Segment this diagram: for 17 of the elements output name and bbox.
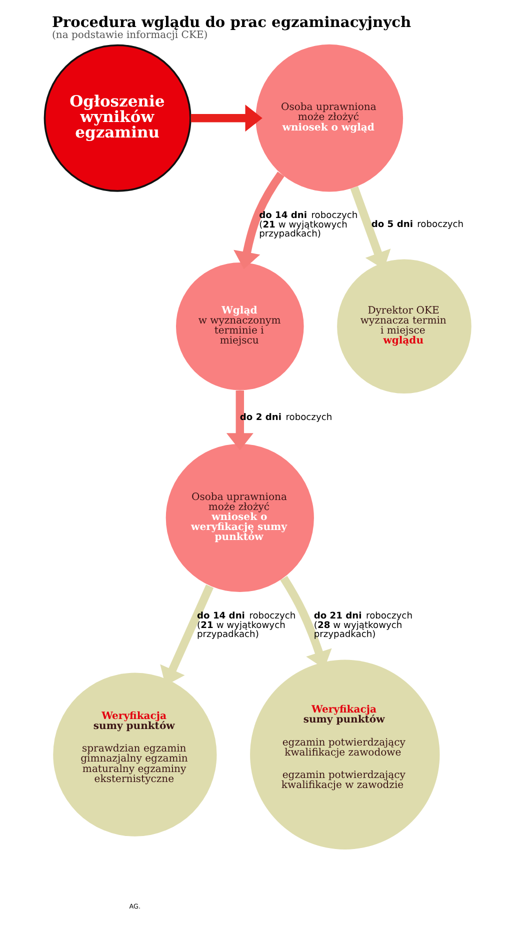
- node-circle: Osoba uprawniona może złożyć wniosek o wgląd: [256, 44, 404, 192]
- caption: (na podstawie informacji CKE): [52, 30, 208, 41]
- diagram-title: Procedura wglądu do prac egzaminacyjnych: [52, 14, 412, 31]
- node-circle: Weryfikacja sumy punktów sprawdzian egzamin gimnazjalny egzamin maturalny egzaminy eksternistyczne: [53, 672, 217, 836]
- edge-label: do 14 dni roboczych (21 w wyjątkowych przypadkach): [197, 612, 296, 640]
- edge-label: do 2 dni roboczych: [240, 412, 332, 423]
- node-circle: Weryfikacja sumy punktów egzamin potwierdzający kwalifikacje zawodowe egzamin potwierdzający kwalifikacje w zawodzie: [250, 660, 440, 850]
- arrow: [190, 104, 262, 132]
- arrow: [234, 172, 284, 270]
- edge-label: do 21 dni roboczych (28 w wyjątkowych przypadkach): [314, 612, 412, 640]
- node-circle: Dyrektor OKE wyznacza termin i miejsce wglądu: [337, 259, 472, 394]
- node-circle: Wgląd w wyznaczonym terminie i miejscu: [176, 262, 304, 390]
- node-circle: Ogłoszenie wyników egzaminu: [44, 44, 192, 192]
- node-circle: Osoba uprawniona może złożyć wniosek o weryfikację sumy punktów: [166, 444, 314, 592]
- arrow: [226, 390, 254, 450]
- edge-label: do 5 dni roboczych: [371, 220, 464, 230]
- edge-label: do 14 dni roboczych (21 w wyjątkowych przypadkach): [259, 211, 358, 240]
